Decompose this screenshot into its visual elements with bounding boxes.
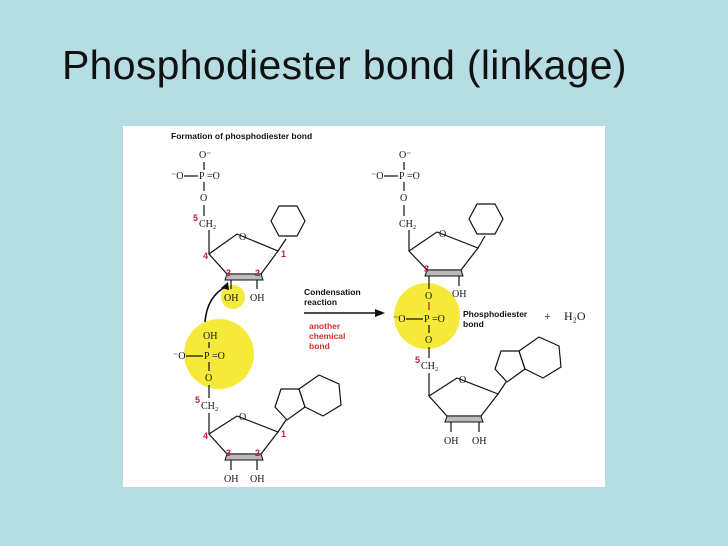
p-top-right: P — [399, 171, 405, 182]
ring-o-top-left: O — [239, 232, 246, 243]
oh-3prime-bottom-right: OH — [444, 436, 458, 447]
pyrimidine-base-top-right — [468, 203, 504, 235]
p-top-left: P — [199, 171, 205, 182]
diagram-svg: Formation of phosphodiester bond O⁻ ⁻O P… — [171, 131, 586, 485]
carbon1-bottom-left: 1 — [281, 429, 286, 439]
sugar-ring-top-left — [208, 233, 279, 275]
ring-o-top-right: O — [439, 229, 446, 240]
carbon4-top-left: 4 — [203, 251, 208, 261]
purine-base-bottom-left — [274, 374, 342, 421]
minus-o-phosphate-left: ⁻O — [173, 351, 186, 362]
purine-base-bottom-right — [494, 336, 562, 383]
eq-o-top-right: =O — [407, 171, 420, 182]
carbon3-bottom-left: 3 — [226, 448, 231, 458]
eq-o-phosphate-left: =O — [212, 351, 225, 362]
oh-3prime-bottom-left: OH — [224, 474, 238, 485]
o-bridge-lower: O — [425, 335, 432, 346]
p-bridge: P — [424, 314, 430, 325]
phosphodiester-diagram: Formation of phosphodiester bond O⁻ ⁻O P… — [123, 126, 605, 487]
oh-3prime-top-left: OH — [224, 293, 238, 304]
reaction-label-line1: Condensation — [304, 287, 361, 297]
ring-o-bottom-right: O — [459, 375, 466, 386]
eq-o-bridge: =O — [432, 314, 445, 325]
ch2-top-left: CH₂ — [199, 219, 216, 230]
carbon2-bottom-left: 2 — [255, 448, 260, 458]
p-phosphate-left: P — [204, 351, 210, 362]
bond-label-line1: Phosphodiester — [463, 309, 528, 319]
pyrimidine-base-top-left — [270, 205, 306, 237]
red-label-line3: bond — [309, 341, 330, 351]
eq-o-top-left: =O — [207, 171, 220, 182]
red-label-line2: chemical — [309, 331, 345, 341]
sugar-ring-bottom-left — [208, 415, 279, 455]
phosphate-highlight-left — [184, 319, 254, 389]
phosphate-highlight-right — [394, 283, 460, 349]
carbon4-bottom-left: 4 — [203, 431, 208, 441]
oh-highlight — [221, 285, 245, 309]
oh-2prime-top-right: OH — [452, 289, 466, 300]
carbon3-top-left: 3 — [226, 268, 231, 278]
oh-2prime-bottom-right: OH — [472, 436, 486, 447]
oh-phosphate-left: OH — [203, 331, 217, 342]
reaction-label-line2: reaction — [304, 297, 337, 307]
carbon5-top-left: 5 — [193, 213, 198, 223]
slide-title: Phosphodiester bond (linkage) — [62, 42, 627, 88]
sugar-ring-bottom-right — [428, 377, 499, 417]
o-minus-top-left: O⁻ — [199, 150, 212, 161]
bond-label-line2: bond — [463, 319, 484, 329]
figure-caption: Formation of phosphodiester bond — [171, 131, 312, 141]
ch2-bottom-right: CH₂ — [421, 361, 438, 372]
carbon2-top-left: 2 — [255, 268, 260, 278]
o-minus-top-right: O⁻ — [399, 150, 412, 161]
water-product: H₂O — [564, 309, 586, 323]
carbon5-bottom-left: 5 — [195, 395, 200, 405]
minus-o-top-left: ⁻O — [171, 171, 184, 182]
o-ester-phosphate-left: O — [205, 373, 212, 384]
oh-2prime-top-left: OH — [250, 293, 264, 304]
o-bridge-upper: O — [425, 291, 432, 302]
ch2-bottom-left: CH₂ — [201, 401, 218, 412]
minus-o-bridge: ⁻O — [393, 314, 406, 325]
red-label-line1: another — [309, 321, 341, 331]
plus-sign: + — [544, 309, 551, 323]
o-ester-top-right: O — [400, 193, 407, 204]
o-ester-top-left: O — [200, 193, 207, 204]
minus-o-top-right: ⁻O — [371, 171, 384, 182]
oh-2prime-bottom-left: OH — [250, 474, 264, 485]
ch2-top-right: CH₂ — [399, 219, 416, 230]
carbon3-top-right: 3 — [424, 264, 429, 274]
sugar-ring-top-right — [408, 231, 479, 271]
carbon5-bottom-right: 5 — [415, 355, 420, 365]
ring-o-bottom-left: O — [239, 412, 246, 423]
carbon1-top-left: 1 — [281, 249, 286, 259]
